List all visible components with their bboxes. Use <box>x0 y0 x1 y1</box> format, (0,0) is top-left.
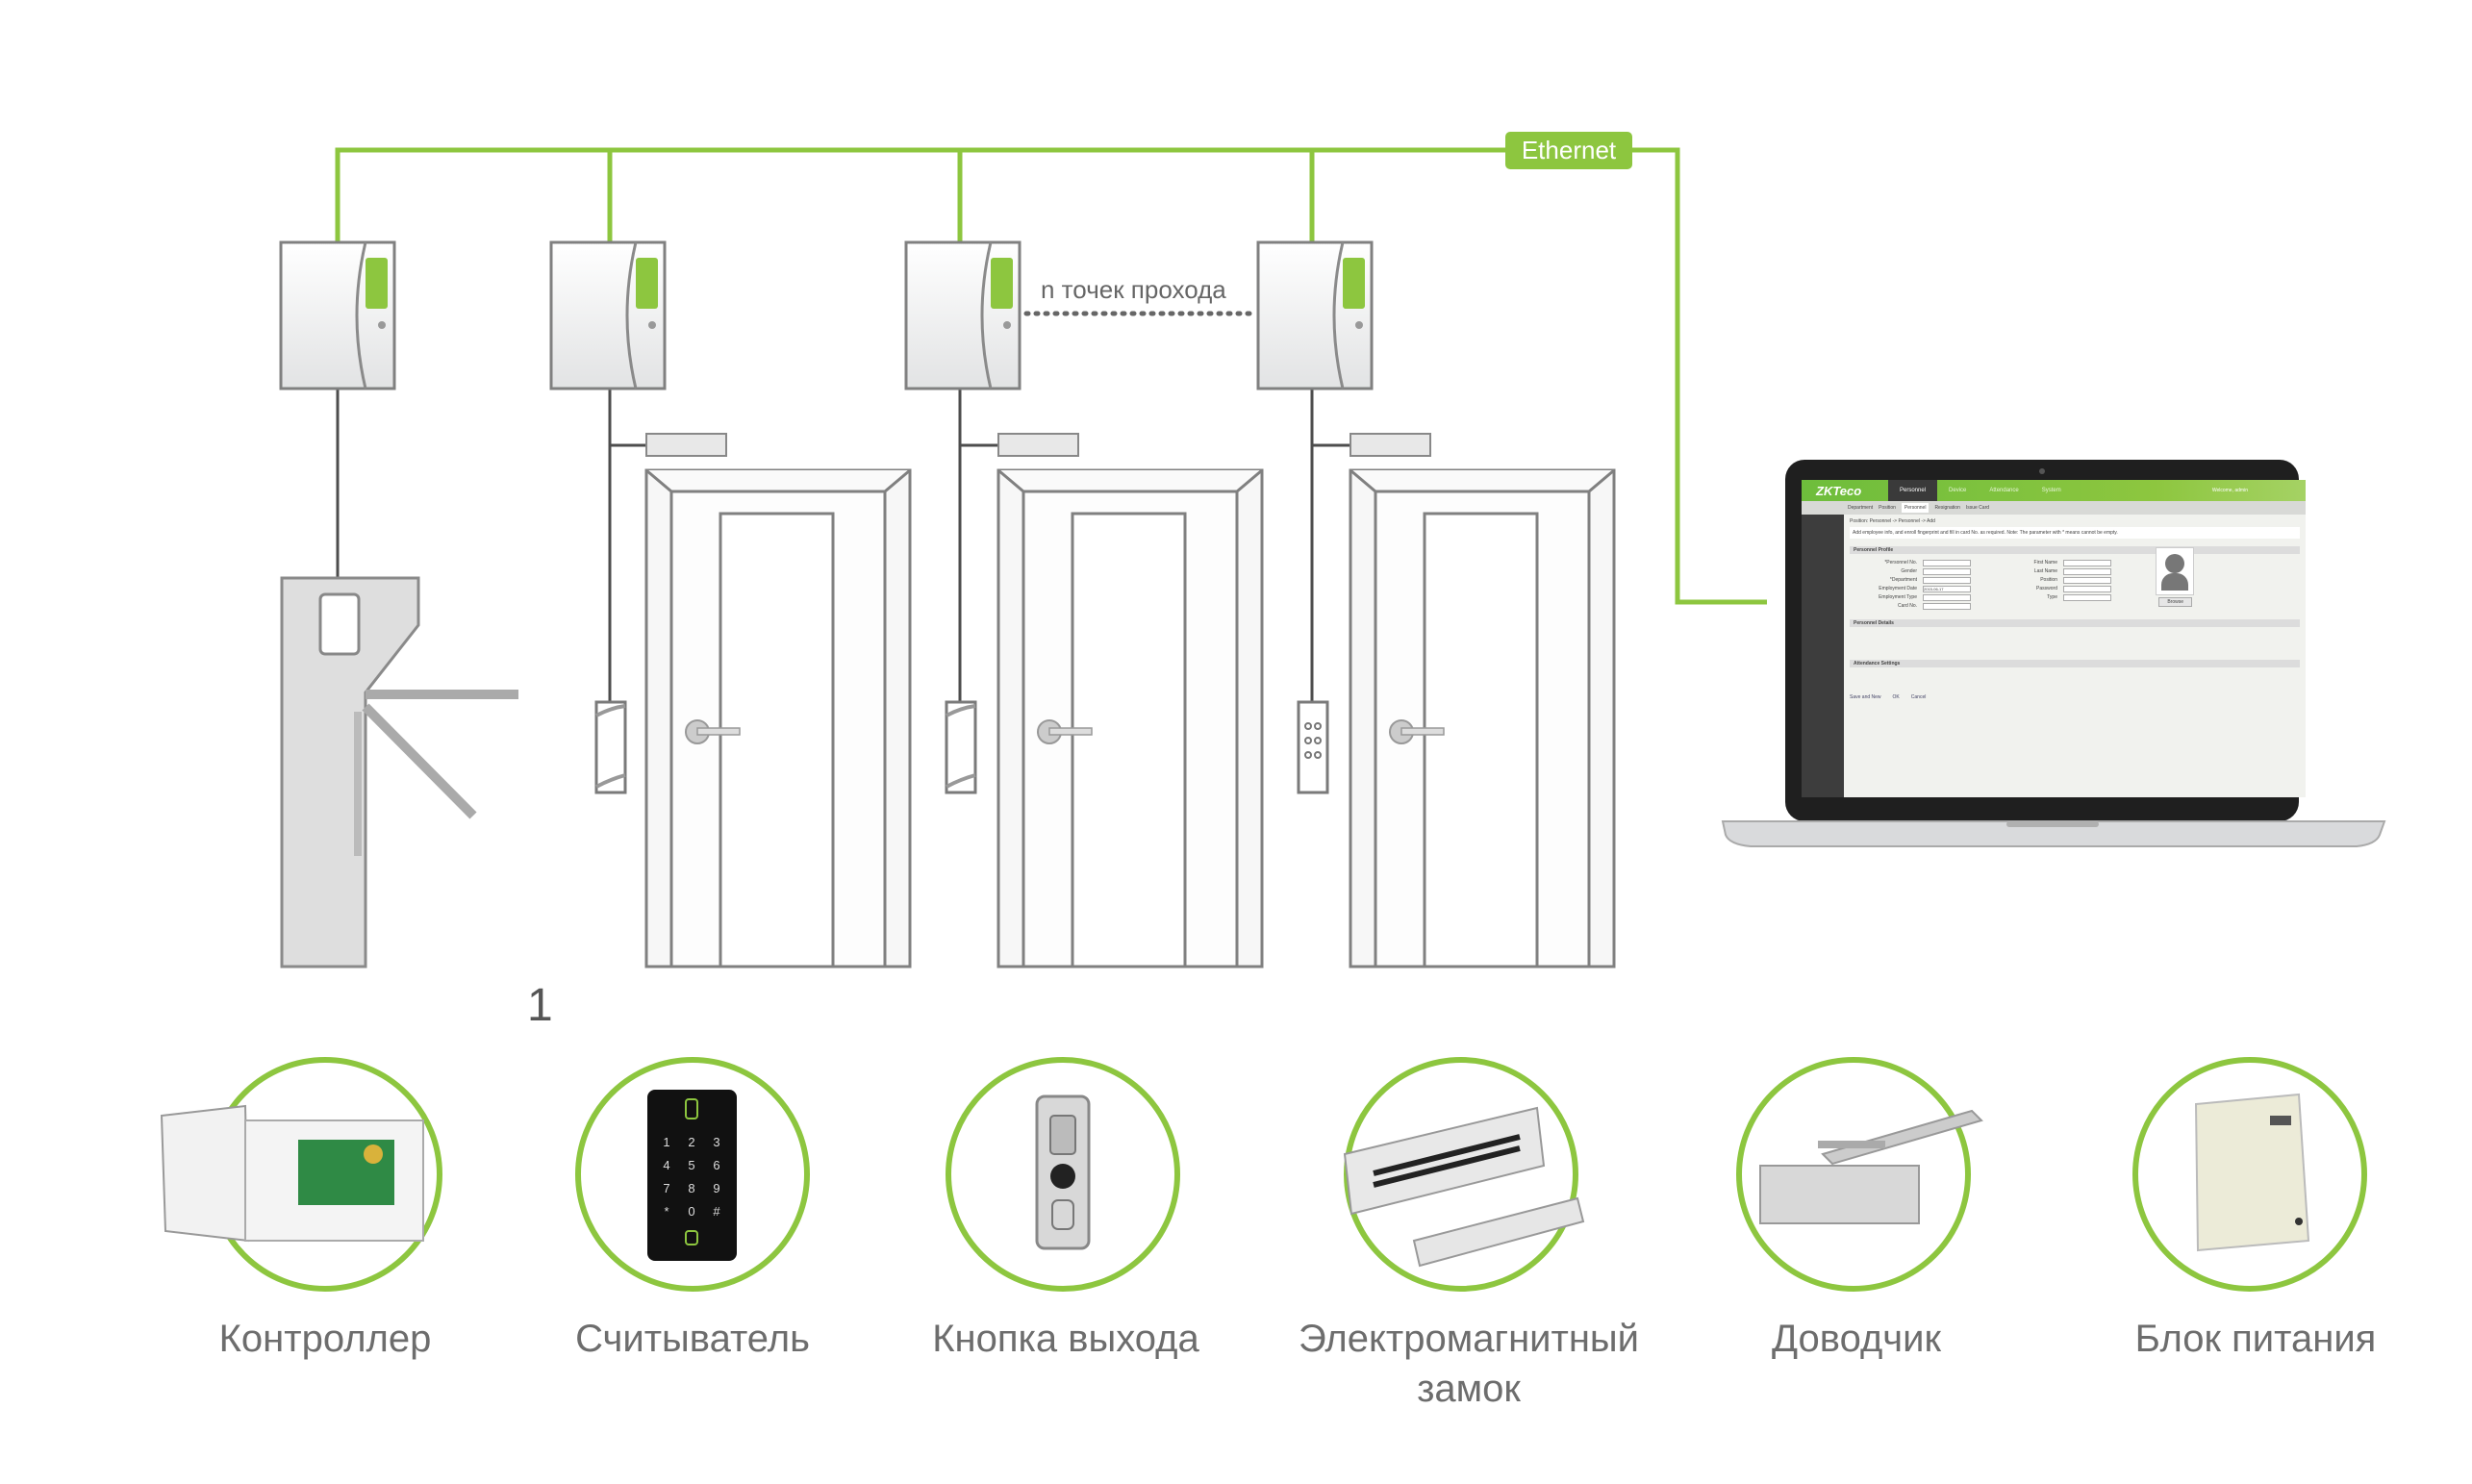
turnstile-icon <box>280 576 518 968</box>
text-input[interactable] <box>1923 603 1971 610</box>
subnav-personnel[interactable]: Personnel <box>1901 503 1930 513</box>
svg-text:9: 9 <box>713 1181 719 1195</box>
door-closer-circle <box>1736 1057 1971 1292</box>
product-label-magnetic-lock: Электромагнитный замок <box>1298 1318 1640 1410</box>
breadcrumb: Position: Personnel -> Personnel -> Add <box>1850 518 1935 524</box>
select-input[interactable] <box>1923 577 1971 584</box>
select-input[interactable] <box>1923 594 1971 601</box>
keypad-reader-icon: 1 2 3 4 5 6 7 8 9 * 0 # <box>647 1090 737 1261</box>
subnav-resignation[interactable]: Resignation <box>1934 505 1960 511</box>
exit-button-circle <box>946 1057 1180 1292</box>
cancel-button[interactable]: Cancel <box>1910 694 1927 700</box>
door-icon <box>1349 468 1616 968</box>
magnetic-lock-icon <box>1350 433 1431 457</box>
controller-board-icon <box>160 1104 424 1243</box>
software-form: Position: Personnel -> Personnel -> Add … <box>1850 518 2300 700</box>
power-supply-circle <box>2132 1057 2367 1292</box>
turnstile-number: 1 <box>527 980 553 1031</box>
avatar-placeholder <box>2156 547 2194 595</box>
svg-text:#: # <box>713 1204 720 1219</box>
text-input[interactable] <box>2063 568 2111 575</box>
section-personnel-details: Personnel Details <box>1850 619 2300 627</box>
svg-text:7: 7 <box>663 1181 669 1195</box>
product-label-controller: Контроллер <box>218 1318 432 1360</box>
magnetic-lock-icon <box>645 433 727 457</box>
product-label-power-supply: Блок питания <box>2134 1318 2377 1360</box>
save-and-new-button[interactable]: Save and New <box>1850 694 1881 700</box>
text-input[interactable] <box>2063 586 2111 592</box>
svg-text:1: 1 <box>663 1135 669 1149</box>
employment-date-input[interactable]: 2015-06-17 <box>1923 586 1971 592</box>
software-sidebar <box>1802 515 1844 797</box>
controller-unit <box>1256 240 1374 390</box>
field-label: Employment Type <box>1879 594 1917 600</box>
nav-system[interactable]: System <box>2041 488 2061 493</box>
n-access-points-label: n точек прохода <box>1041 275 1226 304</box>
controller-unit <box>549 240 667 390</box>
product-label-reader: Считыватель <box>575 1318 810 1360</box>
field-label: Position <box>2040 577 2057 583</box>
field-label: Type <box>2047 594 2057 600</box>
text-input[interactable] <box>1923 560 1971 566</box>
magnetic-lock-icon <box>1343 1106 1585 1268</box>
magnetic-lock-icon <box>997 433 1079 457</box>
field-label: First Name <box>2033 560 2057 566</box>
software-subnav: Department Position Personnel Resignatio… <box>1802 501 2306 515</box>
card-reader-icon <box>594 700 627 794</box>
subnav-issue-card[interactable]: Issue Card <box>1965 505 1990 511</box>
nav-device[interactable]: Device <box>1949 488 1967 493</box>
door-icon <box>996 468 1264 968</box>
ethernet-label: Ethernet <box>1505 132 1632 169</box>
welcome-text: Welcome, admin <box>2211 488 2248 493</box>
form-note: Add employee info, and enroll fingerprin… <box>1850 527 2300 539</box>
svg-text:5: 5 <box>688 1158 694 1172</box>
field-label: *Department <box>1889 577 1917 583</box>
section-attendance-settings: Attendance Settings <box>1850 660 2300 667</box>
text-input[interactable] <box>2063 560 2111 566</box>
field-label: Last Name <box>2033 568 2057 574</box>
product-label-door-closer: Доводчик <box>1772 1318 1941 1360</box>
browse-button[interactable]: Browse <box>2158 597 2192 607</box>
software-screen: ZKTeco Personnel Device Attendance Syste… <box>1802 480 2306 797</box>
svg-text:4: 4 <box>663 1158 669 1172</box>
svg-text:6: 6 <box>713 1158 719 1172</box>
field-label: Gender <box>1901 568 1917 574</box>
field-label: Password <box>2036 586 2057 591</box>
svg-text:2: 2 <box>688 1135 694 1149</box>
power-supply-icon <box>2194 1093 2310 1252</box>
card-reader-icon <box>945 700 977 794</box>
field-label: *Personnel No. <box>1884 560 1917 566</box>
subnav-department[interactable]: Department <box>1848 505 1874 511</box>
controller-unit <box>904 240 1022 390</box>
select-input[interactable] <box>1923 568 1971 575</box>
reader-circle <box>575 1057 810 1292</box>
svg-text:3: 3 <box>713 1135 719 1149</box>
software-header: ZKTeco Personnel Device Attendance Syste… <box>1802 480 2306 501</box>
select-input[interactable] <box>2063 577 2111 584</box>
door-icon <box>644 468 912 968</box>
ok-button[interactable]: OK <box>1892 694 1900 700</box>
select-input[interactable] <box>2063 594 2111 601</box>
svg-text:0: 0 <box>688 1204 694 1219</box>
door-closer-icon <box>1759 1109 1983 1224</box>
section-personnel-profile: Personnel Profile <box>1850 546 2300 554</box>
nav-personnel[interactable]: Personnel <box>1888 480 1938 501</box>
product-label-exit-button: Кнопка выхода <box>932 1318 1199 1360</box>
controller-cables <box>336 389 1350 702</box>
subnav-position[interactable]: Position <box>1879 505 1896 511</box>
exit-button-icon <box>1035 1094 1091 1250</box>
nav-attendance[interactable]: Attendance <box>1989 488 2019 493</box>
field-label: Employment Date <box>1879 586 1917 591</box>
svg-text:8: 8 <box>688 1181 694 1195</box>
field-label: Card No. <box>1897 603 1917 609</box>
keypad-reader-icon <box>1297 700 1329 794</box>
ethernet-bus <box>335 147 1767 605</box>
controller-unit <box>279 240 396 390</box>
svg-text:*: * <box>664 1204 668 1219</box>
zkteco-logo: ZKTeco <box>1816 483 1862 498</box>
